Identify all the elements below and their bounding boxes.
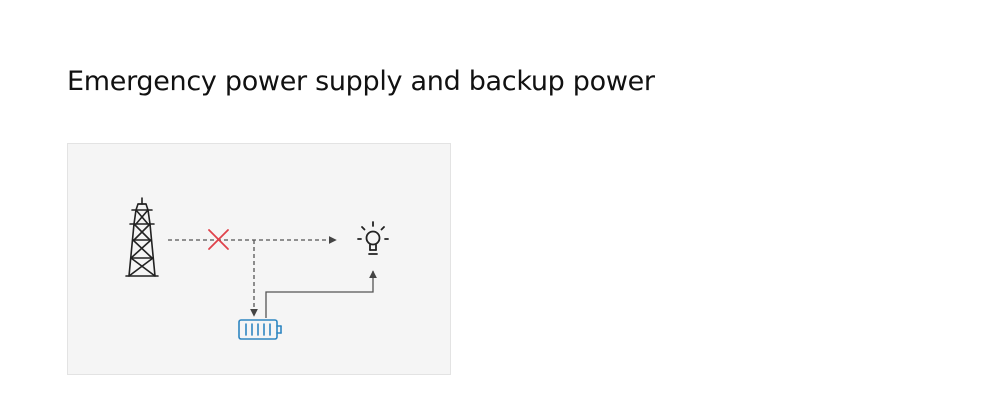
transmission-tower-icon [125, 197, 159, 277]
battery-to-load-line [265, 270, 377, 318]
power-flow-diagram [125, 197, 389, 340]
page-title: Emergency power supply and backup power [67, 66, 655, 97]
failure-x-icon [208, 229, 229, 250]
battery-icon [238, 319, 282, 340]
diagram-card [67, 143, 451, 375]
light-bulb-icon [357, 221, 389, 255]
